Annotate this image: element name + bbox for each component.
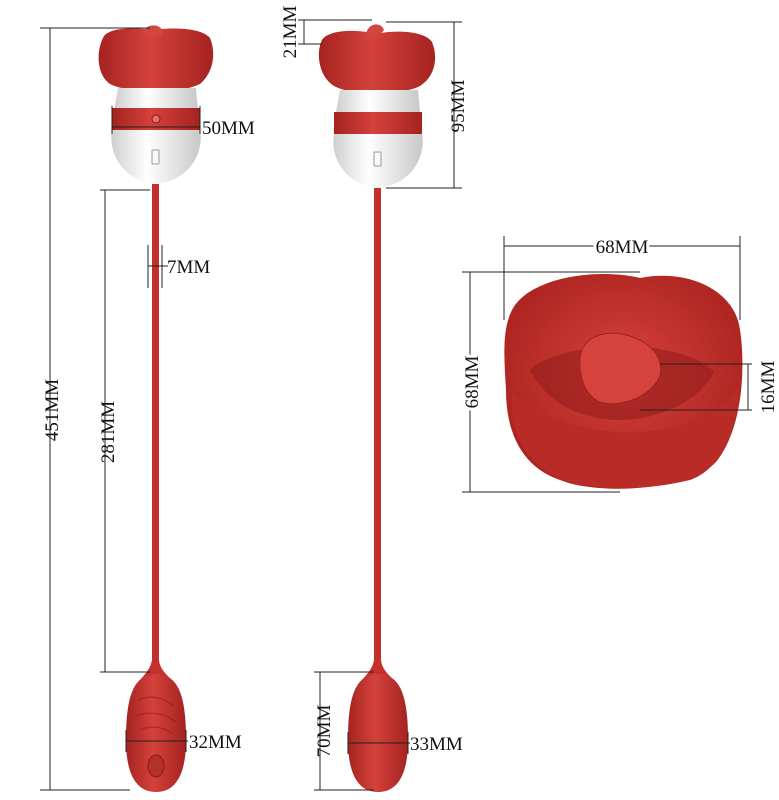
mouth-tongue <box>579 332 662 405</box>
front-cord <box>152 184 159 664</box>
bullet-diameter-front-label: 32MM <box>189 732 242 753</box>
side-view-product <box>318 24 436 792</box>
mouth-lower-lip <box>511 386 739 489</box>
front-charging-port <box>151 149 160 165</box>
tongue-size-label: 16MM <box>758 361 779 414</box>
side-bullet <box>348 674 408 792</box>
side-charging-port <box>373 151 382 167</box>
front-power-button <box>151 114 161 124</box>
bullet-diameter-side-label: 33MM <box>410 734 463 755</box>
front-bullet-texture <box>135 696 177 735</box>
mouth-width-label: 68MM <box>596 237 649 258</box>
cord-diameter-label: 7MM <box>167 257 210 278</box>
side-white-body <box>336 90 420 112</box>
total-length-label: 451MM <box>42 379 63 441</box>
front-bullet-button <box>147 754 165 778</box>
front-lips-head <box>98 28 214 92</box>
mouth-height-label: 68MM <box>462 356 483 409</box>
side-cord <box>374 188 381 664</box>
side-red-band <box>334 112 422 134</box>
front-white-body <box>114 88 198 110</box>
head-diameter-label: 50MM <box>202 118 255 139</box>
side-lips-head <box>318 30 436 94</box>
side-tongue-tip <box>366 24 384 38</box>
dimension-lines <box>40 19 752 791</box>
tongue-height-side-label: 21MM <box>280 6 301 59</box>
cord-length-label: 281MM <box>98 401 119 463</box>
dimension-labels: 451MM 281MM 7MM 50MM 32MM 21MM 95MM 70MM… <box>42 6 779 758</box>
head-height-label: 95MM <box>448 80 469 133</box>
mouth-top-view <box>504 273 743 489</box>
bullet-length-label: 70MM <box>314 705 335 758</box>
front-view-product <box>98 25 214 792</box>
